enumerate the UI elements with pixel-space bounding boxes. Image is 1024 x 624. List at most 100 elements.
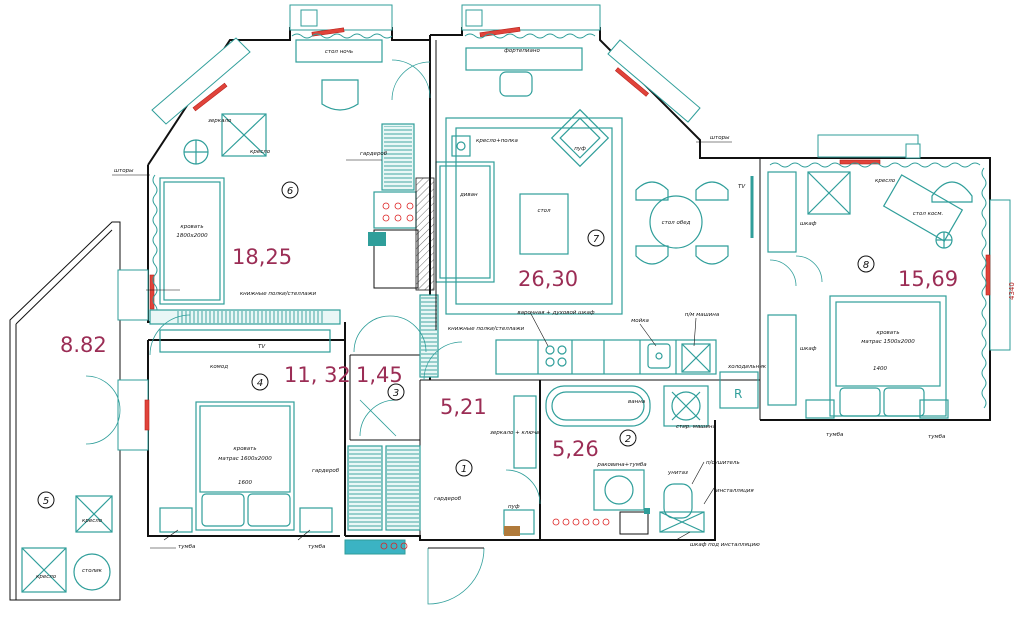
note-chair-5: кресло xyxy=(36,574,57,580)
toilet xyxy=(663,483,693,519)
room-number-4: 4 xyxy=(257,378,263,389)
note-basin: раковина+тумба xyxy=(596,462,647,468)
console-4 xyxy=(159,329,331,353)
note-bed-4: кровать xyxy=(233,446,256,452)
note-chair-6: кресло xyxy=(250,149,271,155)
chair-dining-2 xyxy=(695,181,729,201)
note-console-4: комод xyxy=(210,364,228,370)
area-hall-1: 5,21 xyxy=(440,395,487,419)
wall-south-mid xyxy=(345,535,540,541)
note-sofa-7: диван xyxy=(459,192,478,198)
window-6-diag xyxy=(151,37,251,125)
vent-7 xyxy=(465,9,483,27)
chair-dining-3 xyxy=(635,245,669,265)
kitchen-counter xyxy=(495,339,717,375)
dishwasher xyxy=(681,343,711,373)
area-storage-3: 1,45 xyxy=(356,363,403,387)
note-wash-machine: стир. машина xyxy=(676,424,717,430)
room-number-6: 6 xyxy=(287,186,293,197)
note-tumb-8b: тумба xyxy=(928,434,946,440)
bed-8 xyxy=(829,295,947,417)
dim-bed-8: 1400 xyxy=(873,366,887,372)
room-4-furniture: комод TV кровать матрас 1600x2000 1600 т… xyxy=(149,314,421,555)
note-tv-7: TV xyxy=(738,184,746,190)
area-balcony-5: 8.82 xyxy=(60,333,107,357)
note-dishwasher: п/м машина xyxy=(685,312,720,318)
wardrobe-cube-6 xyxy=(221,113,267,157)
note-bed-6: кровать xyxy=(180,224,203,230)
note-window-7: шторы xyxy=(710,135,730,141)
bed-4 xyxy=(195,401,295,531)
wardrobe-8b xyxy=(767,314,797,406)
sofa-7 xyxy=(435,161,495,283)
vent-6 xyxy=(300,9,318,27)
room-8-furniture: кресло стол косм. шкаф шкаф кровать матр… xyxy=(727,171,1016,440)
note-shelves-7: книжные полки/стеллажи xyxy=(448,326,525,332)
note-towel: п/сушитель xyxy=(706,460,740,466)
note-wardrobe-8a: шкаф xyxy=(800,221,817,227)
note-shelves-6: книжные полки/стеллажи xyxy=(240,291,317,297)
balcony-window-a xyxy=(117,269,149,321)
window-8-right xyxy=(989,199,1011,351)
radiator-6-top xyxy=(311,27,345,37)
area-bedroom-4: 11, 32 xyxy=(284,363,351,387)
curtain-6-side xyxy=(152,174,158,316)
leader-lines: шторы шторы xyxy=(112,135,732,549)
balcony-window-b xyxy=(117,379,149,451)
room-number-8: 8 xyxy=(863,260,869,271)
note-desk-6: стол ночь xyxy=(325,49,353,55)
note-chair-8: кресло xyxy=(875,178,896,184)
curtains xyxy=(152,33,987,409)
bed-6-frame xyxy=(159,177,225,305)
windows xyxy=(144,4,1011,431)
area-labels: 18,25 26,30 15,69 11, 32 1,45 5,21 5,26 … xyxy=(60,245,958,461)
area-bathroom-2: 5,26 xyxy=(552,437,599,461)
dim-bed-4: 1600 xyxy=(238,480,252,486)
area-bedroom-8: 15,69 xyxy=(898,267,958,291)
note-utility: шкаф под инсталляцию xyxy=(690,542,760,548)
vent-8 xyxy=(905,143,921,159)
vent-box xyxy=(368,232,386,246)
chair-6 xyxy=(321,79,359,111)
desk-6 xyxy=(295,39,383,63)
note-hall-wardrobe: гардероб xyxy=(434,496,462,502)
shoe-mat xyxy=(504,526,520,536)
room-number-5: 5 xyxy=(43,496,49,507)
note-hall-pouf: пуф xyxy=(508,504,520,510)
curtain-6 xyxy=(291,33,393,39)
note-bath: ванна xyxy=(628,399,646,405)
hall-furniture: зеркало + ключи пуф гардероб xyxy=(353,315,541,605)
balcony-table xyxy=(73,553,111,591)
wall-living-north xyxy=(430,27,760,159)
window-7-top xyxy=(461,4,601,31)
window-7-diag xyxy=(607,39,701,123)
wardrobe-8a xyxy=(767,171,797,253)
note-pouf-7: пуф xyxy=(574,146,586,152)
sink xyxy=(647,343,671,369)
note-bed-6-size: 1800x2000 xyxy=(176,233,208,239)
note-hob: варочная + духовой шкаф xyxy=(517,310,594,316)
desk-8 xyxy=(882,174,964,242)
note-wardrobe-8b: шкаф xyxy=(800,346,817,352)
door-6-arc xyxy=(391,59,431,99)
bathroom-fixtures: ванна стир. машина раковина+тумба унитаз… xyxy=(545,385,760,548)
room-number-2: 2 xyxy=(625,434,631,445)
room-number-3: 3 xyxy=(393,388,399,399)
note-armchair-7: кресло+полка xyxy=(476,138,519,144)
radiator-6-side xyxy=(149,274,155,310)
wall-bedroom-6-west xyxy=(147,165,340,323)
hall-mirror xyxy=(513,395,537,469)
chair-dining-4 xyxy=(695,245,729,265)
washing-machine xyxy=(663,385,709,427)
note-torch-4b: тумба xyxy=(308,544,326,550)
radiator-8-right xyxy=(985,254,991,296)
note-wardrobe-6: гардероб xyxy=(360,151,388,157)
installation xyxy=(659,511,705,533)
basin-cabinet xyxy=(593,469,645,511)
dresser-6 xyxy=(373,191,417,229)
fridge-label: R xyxy=(734,387,742,401)
radiator-8-top xyxy=(839,159,881,165)
note-bed-8-size: матрас 1500x2000 xyxy=(861,339,915,345)
nightstand-4b xyxy=(299,507,333,533)
